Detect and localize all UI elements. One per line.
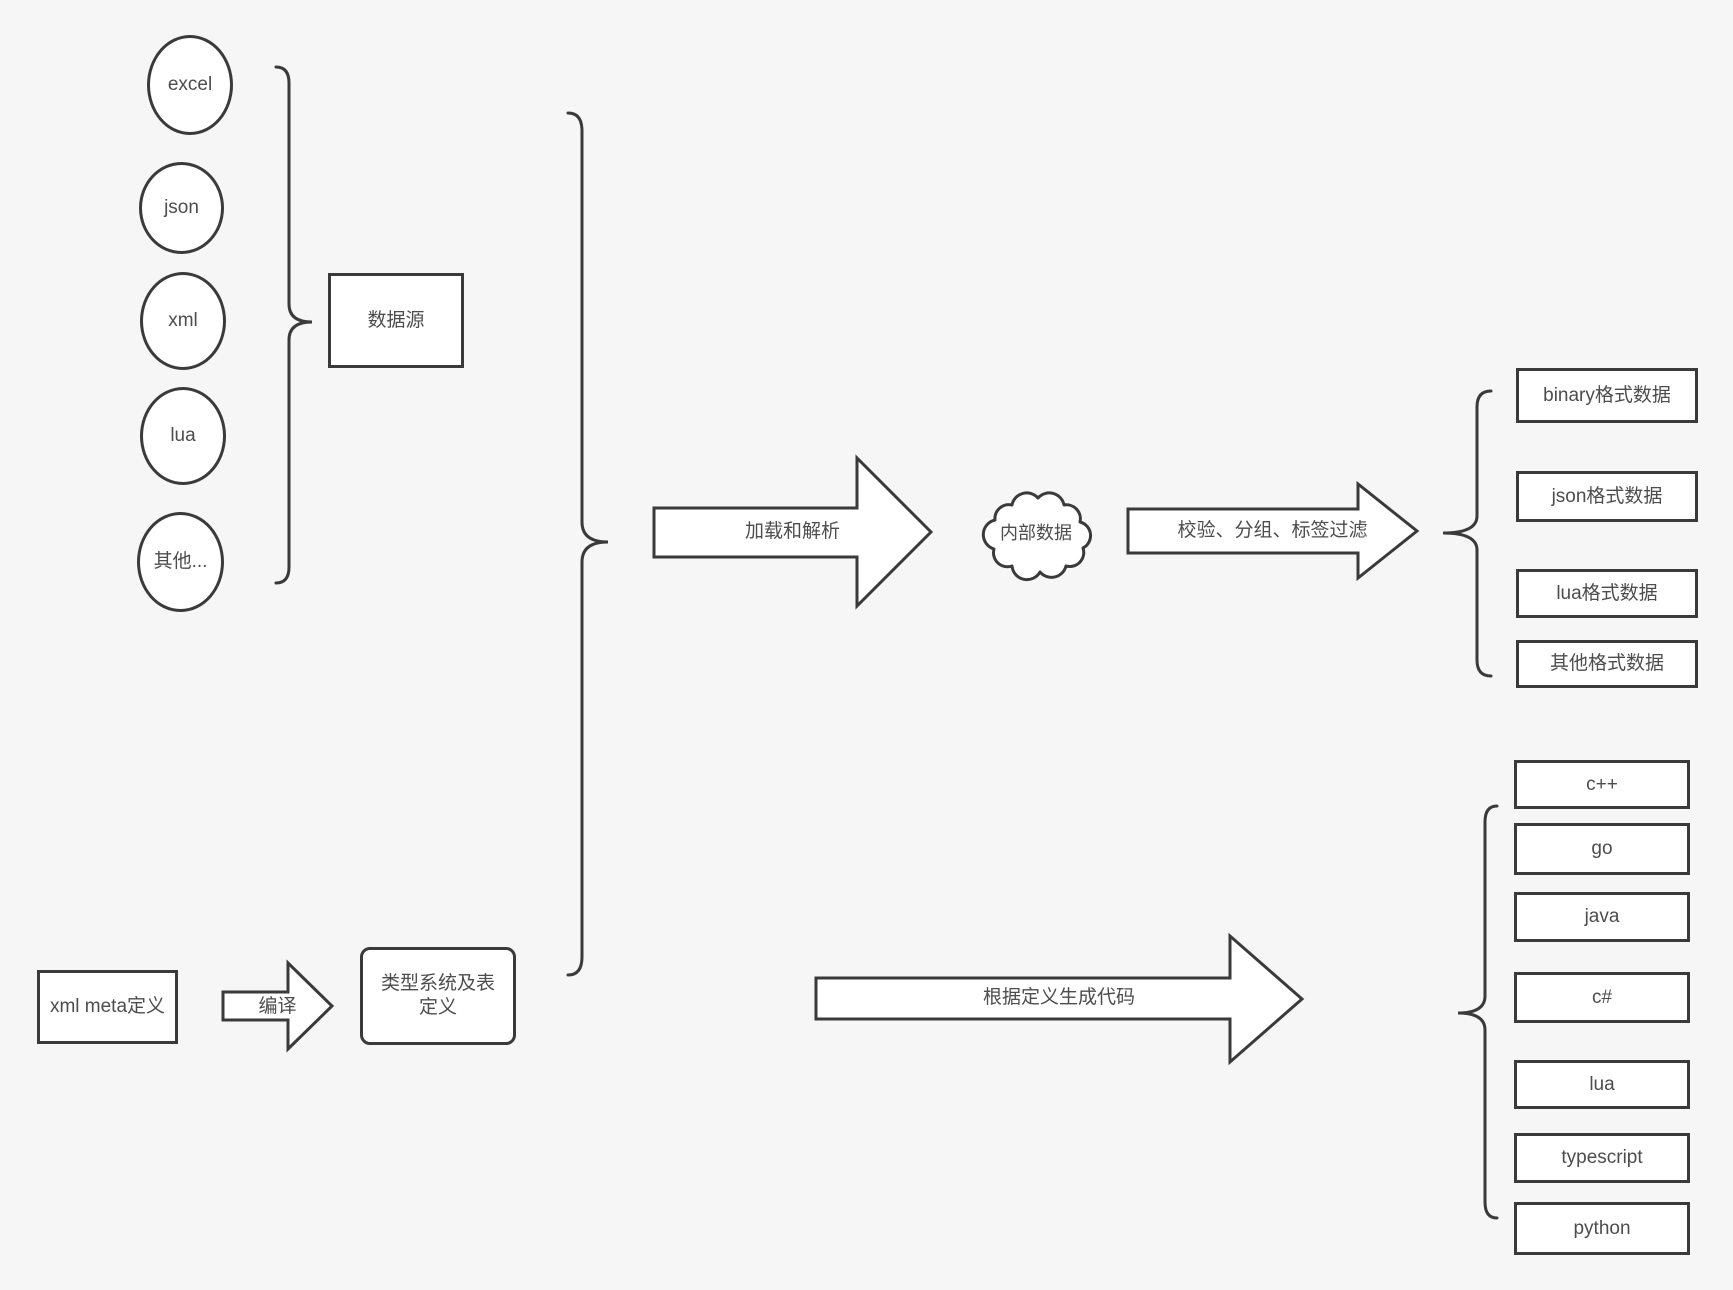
language-box-lua: lua (1514, 1060, 1690, 1109)
type-system-box: 类型系统及表定义 (360, 947, 516, 1045)
format-box-label: json格式数据 (1551, 485, 1663, 507)
language-box-cpp: c++ (1514, 760, 1690, 809)
language-box-label: typescript (1561, 1147, 1643, 1169)
source-node-label: json (164, 197, 199, 219)
language-box-label: c# (1591, 986, 1613, 1008)
language-box-typescript: typescript (1514, 1133, 1690, 1183)
language-box-label: lua (1589, 1073, 1615, 1095)
compile-arrow (221, 959, 335, 1053)
source-node-xml: xml (140, 272, 226, 370)
source-node-label: excel (167, 74, 213, 96)
language-box-java: java (1514, 892, 1690, 942)
source-node-excel: excel (147, 35, 233, 135)
language-box-label: java (1584, 906, 1620, 928)
language-box-label: c++ (1586, 773, 1618, 795)
source-node-label: 其他... (153, 551, 208, 573)
source-node-label: lua (170, 425, 196, 447)
source-node-label: xml (168, 310, 198, 332)
language-box-label: go (1591, 838, 1613, 860)
inputs-brace (566, 111, 609, 977)
internal-data-cloud (981, 491, 1093, 582)
languages-brace (1457, 804, 1499, 1220)
xml-meta-label: xml meta定义 (49, 996, 166, 1018)
format-box-json: json格式数据 (1516, 471, 1698, 522)
format-box-label: lua格式数据 (1556, 582, 1658, 604)
load-parse-arrow (652, 454, 934, 610)
xml-meta-box: xml meta定义 (37, 970, 178, 1044)
format-box-other: 其他格式数据 (1516, 640, 1698, 688)
language-box-python: python (1514, 1202, 1690, 1255)
source-node-json: json (139, 162, 224, 254)
formats-brace (1442, 389, 1493, 678)
format-box-label: binary格式数据 (1543, 384, 1671, 406)
source-node-lua: lua (140, 387, 226, 485)
sources-brace (274, 65, 313, 585)
data-source-group-box: 数据源 (328, 273, 464, 368)
source-node-other: 其他... (137, 512, 224, 612)
format-box-label: 其他格式数据 (1549, 653, 1664, 675)
data-source-group-label: 数据源 (367, 309, 425, 331)
generate-code-arrow (814, 932, 1305, 1066)
format-box-binary: binary格式数据 (1516, 368, 1698, 423)
validate-filter-arrow (1126, 480, 1420, 582)
language-box-csharp: c# (1514, 972, 1690, 1023)
language-box-label: python (1573, 1217, 1631, 1239)
type-system-label: 类型系统及表定义 (380, 973, 495, 1018)
language-box-go: go (1514, 823, 1690, 875)
format-box-lua: lua格式数据 (1516, 569, 1698, 618)
